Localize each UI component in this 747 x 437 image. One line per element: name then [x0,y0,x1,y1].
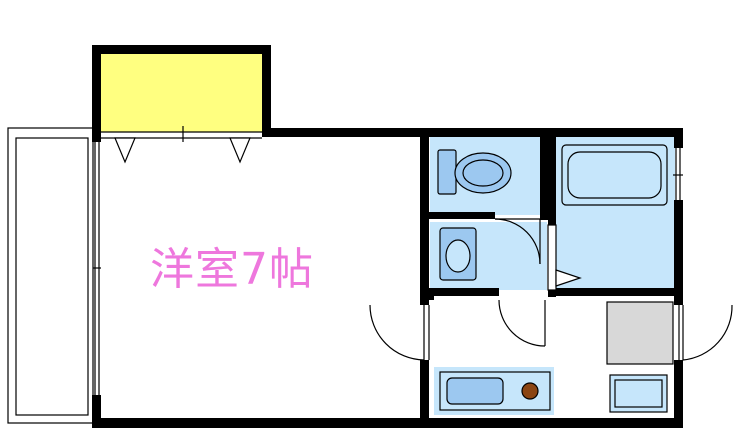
entrance-door-swing-icon[interactable] [678,304,733,361]
balcony [7,127,94,424]
bath-door[interactable] [547,224,582,291]
sink-icon [609,374,668,413]
balcony-window[interactable] [93,142,101,395]
room-label: 洋室7帖 [150,244,314,295]
washbasin-icon [439,227,477,281]
toilet-icon [437,149,512,195]
closet-door[interactable] [101,126,262,164]
bath-window [673,148,683,200]
closet [100,52,262,132]
toilet-door-swing-icon[interactable] [494,218,541,265]
stove-icon [439,371,551,411]
bathtub-icon [561,144,668,206]
walls [92,45,683,428]
washroom-door-swing-icon[interactable] [498,299,546,347]
refrigerator-space-icon [606,301,674,365]
room-door-swing-icon[interactable] [369,304,430,361]
